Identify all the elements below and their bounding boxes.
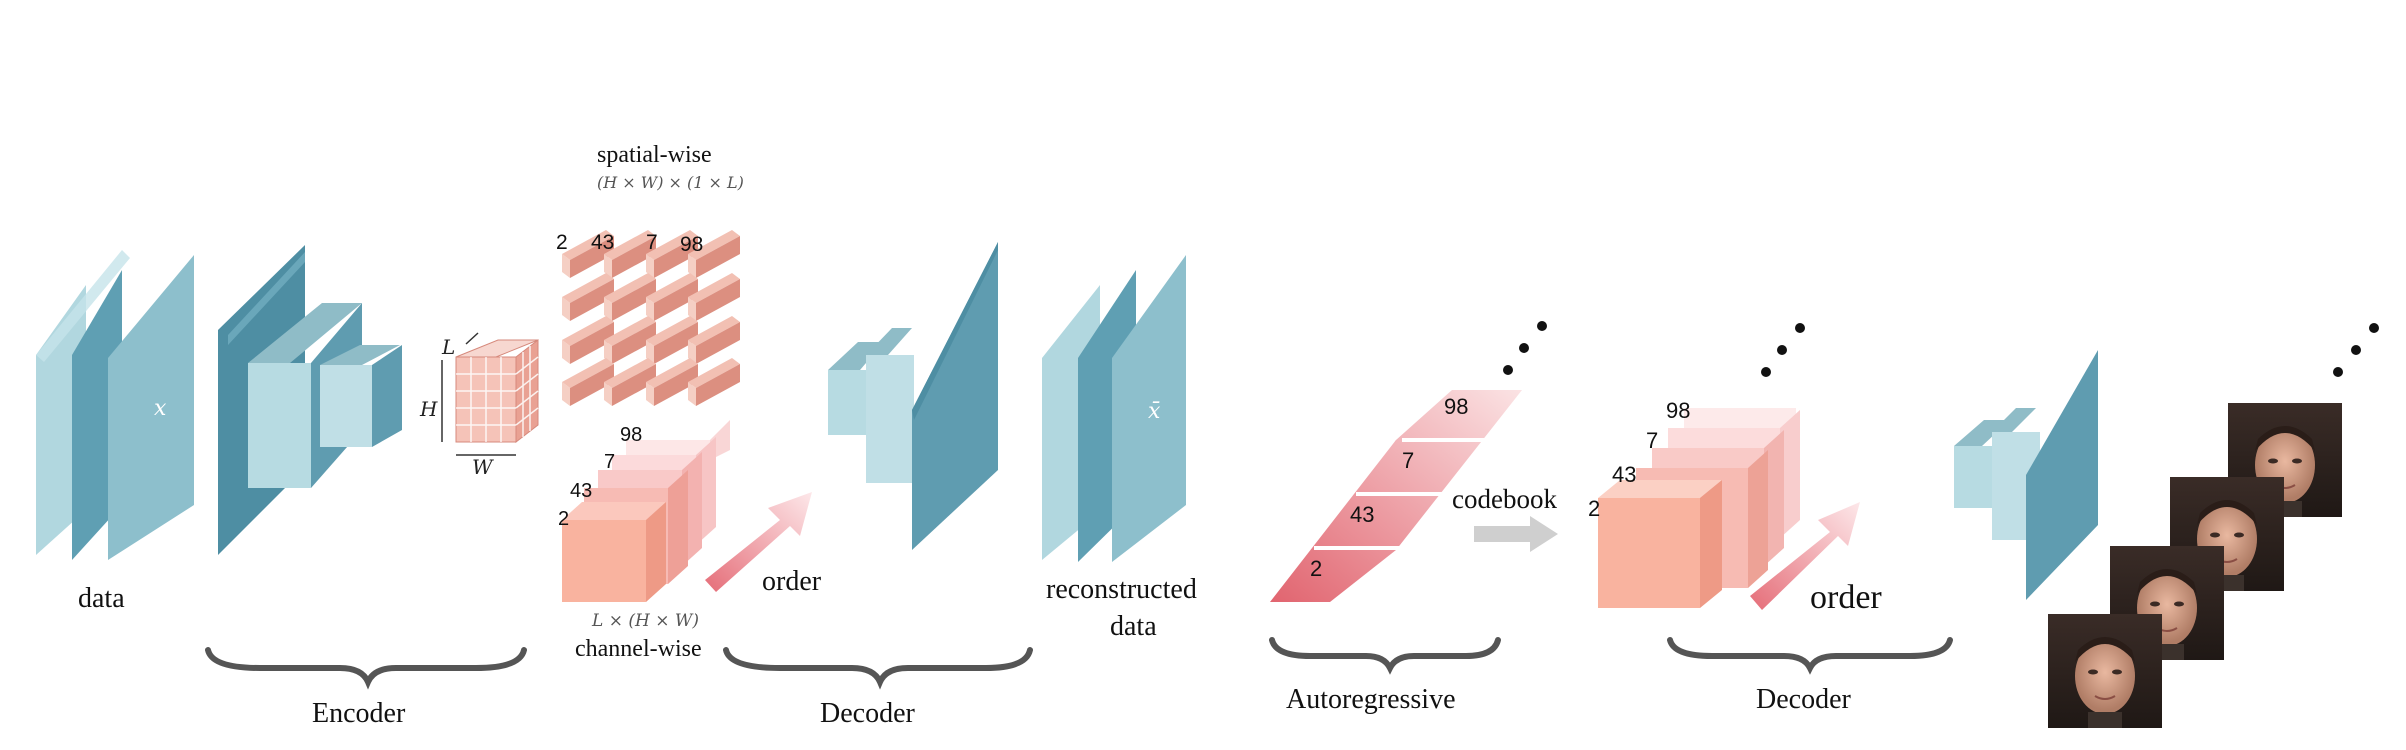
dec2-token-2: 43 <box>1612 462 1636 487</box>
autoregressive-label: Autoregressive <box>1286 684 1456 715</box>
channel-wise-label: channel-wise <box>575 636 702 662</box>
codebook-label: codebook <box>1452 484 1557 514</box>
channel-token-1: 7 <box>604 451 615 473</box>
decoder-label-2: Decoder <box>1756 684 1852 715</box>
spatial-token-0: 2 <box>556 231 568 254</box>
dec2-token-1: 7 <box>1646 428 1658 453</box>
encoder-block <box>218 245 402 555</box>
reconstructed-label-line2: data <box>1110 611 1157 642</box>
channel-token-0: 98 <box>620 424 642 446</box>
dec2-token-0: 98 <box>1666 398 1690 423</box>
channel-token-2: 43 <box>570 480 592 502</box>
ellipsis-dots-3 <box>2333 323 2379 377</box>
latent-cube <box>442 333 538 455</box>
reconstructed-volume <box>1042 255 1186 562</box>
spatial-wise-label: spatial-wise <box>597 142 712 168</box>
encoder-brace <box>208 650 524 682</box>
dec2-token-3: 2 <box>1588 496 1600 521</box>
encoder-label: Encoder <box>312 698 406 729</box>
codebook-arrow-icon <box>1474 516 1558 552</box>
face-portrait-icon <box>2048 614 2162 728</box>
data-volume <box>36 250 194 560</box>
x-hat-symbol: x̄ <box>1148 399 1161 424</box>
decoder-block-1 <box>828 242 998 550</box>
decoder-brace-2 <box>1670 640 1950 668</box>
dim-W-label: W <box>472 455 494 479</box>
ellipsis-dots-2 <box>1761 323 1805 377</box>
ar-token-3: 2 <box>1310 556 1322 581</box>
dim-L-label: L <box>441 335 455 359</box>
spatial-token-1: 43 <box>591 231 614 254</box>
x-symbol: x <box>154 396 167 421</box>
decoder-label-1: Decoder <box>820 698 916 729</box>
ar-token-1: 7 <box>1402 448 1414 473</box>
ellipsis-dots-1 <box>1503 321 1547 375</box>
dim-H-label: H <box>419 397 438 421</box>
channel-formula: L × (H × W) <box>591 611 699 631</box>
order-label-2: order <box>1810 579 1882 616</box>
spatial-token-grid <box>562 230 740 406</box>
decoder2-token-stack <box>1598 408 1800 608</box>
reconstructed-label-line1: reconstructed <box>1046 574 1197 605</box>
channel-token-stack <box>562 420 730 602</box>
data-label: data <box>78 583 125 614</box>
ar-token-0: 98 <box>1444 394 1468 419</box>
ar-token-2: 43 <box>1350 502 1374 527</box>
decoder-brace-1 <box>726 650 1030 682</box>
channel-token-3: 2 <box>558 508 569 530</box>
spatial-formula: (H × W) × (1 × L) <box>597 173 744 192</box>
order-label-1: order <box>762 566 822 597</box>
decoder-block-2 <box>1954 350 2098 600</box>
spatial-token-3: 98 <box>680 233 703 256</box>
spatial-token-2: 7 <box>646 231 658 254</box>
autoregressive-brace <box>1272 640 1498 668</box>
